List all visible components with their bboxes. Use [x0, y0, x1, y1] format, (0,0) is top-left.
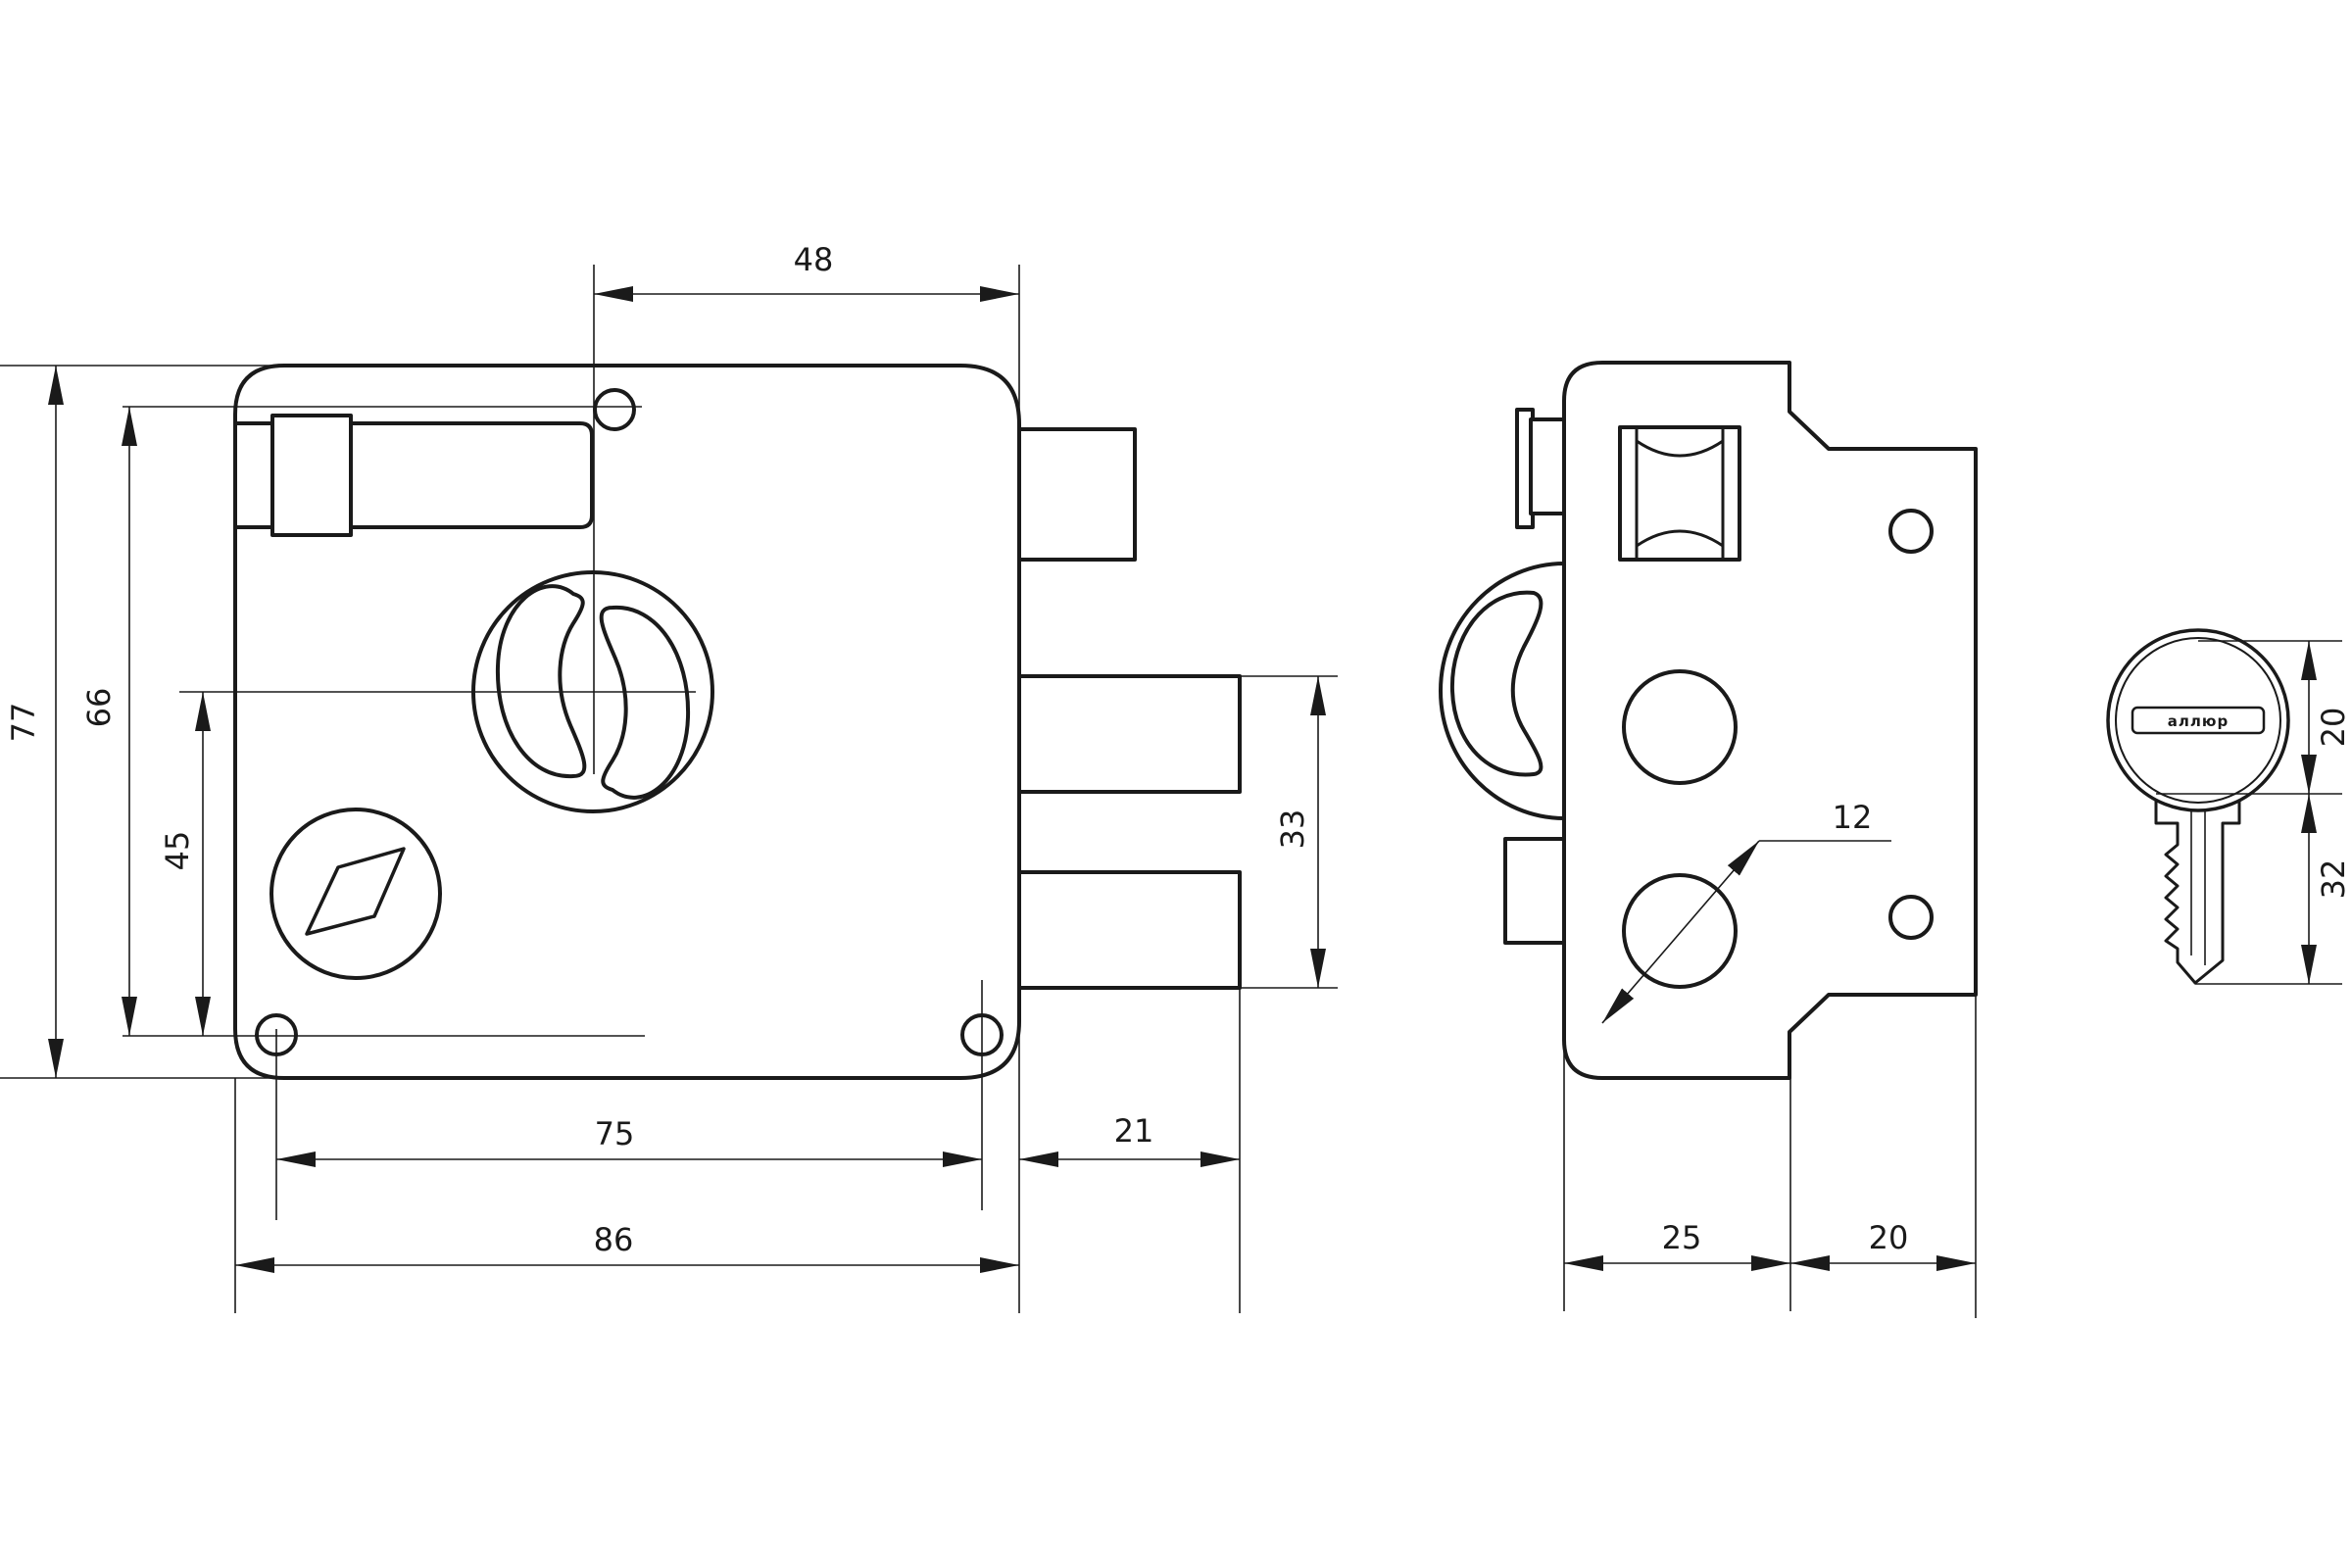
- key-blade: [2154, 792, 2241, 985]
- key-logo-text: аллюр: [2168, 712, 2229, 730]
- dim-line-12: [1601, 840, 1760, 1024]
- side-view: 12 25 20: [1439, 361, 1978, 1318]
- dim-label-12: 12: [1833, 799, 1873, 836]
- key-head-inner-ring: [2115, 637, 2281, 804]
- cylinder-keyway-left: [495, 584, 587, 779]
- dim-label-25: 25: [1662, 1219, 1702, 1256]
- dim-label-key-32: 32: [2315, 859, 2352, 900]
- dim-label-21: 21: [1114, 1112, 1154, 1150]
- dead-bolt-upper: [1007, 674, 1242, 794]
- dead-bolt-lower: [1007, 870, 1242, 990]
- night-latch-knob: [270, 414, 353, 537]
- side-mount-hole-bottom: [1888, 895, 1934, 940]
- dim-label-45: 45: [159, 831, 196, 871]
- thumb-turn-diamond-icon: [305, 847, 406, 936]
- dim-label-75: 75: [595, 1115, 635, 1152]
- side-window: [1618, 425, 1741, 562]
- mounting-hole-top: [593, 388, 636, 431]
- front-view: 48 77 66 45 33 75 21 86: [0, 241, 1338, 1313]
- side-hole-top: [1622, 669, 1738, 785]
- dim-label-77: 77: [5, 703, 42, 743]
- dim-label-66: 66: [80, 688, 118, 728]
- side-hole-bottom: [1622, 873, 1738, 989]
- side-bolt-stub: [1503, 837, 1566, 945]
- cylinder-keyway-right: [599, 605, 691, 800]
- dim-label-86: 86: [594, 1221, 634, 1258]
- dim-label-48: 48: [794, 241, 834, 278]
- top-latch-bolt: [1007, 427, 1137, 562]
- side-mount-hole-top: [1888, 509, 1934, 554]
- side-window-roller: [1635, 427, 1725, 560]
- dim-label-key-20: 20: [2315, 708, 2352, 748]
- key-view: аллюр 20 32: [2106, 628, 2352, 985]
- dim-label-20-side: 20: [1869, 1219, 1909, 1256]
- dim-label-33: 33: [1274, 809, 1311, 850]
- side-cylinder-keyway: [1449, 590, 1544, 777]
- key-logo-plate: [2131, 706, 2266, 735]
